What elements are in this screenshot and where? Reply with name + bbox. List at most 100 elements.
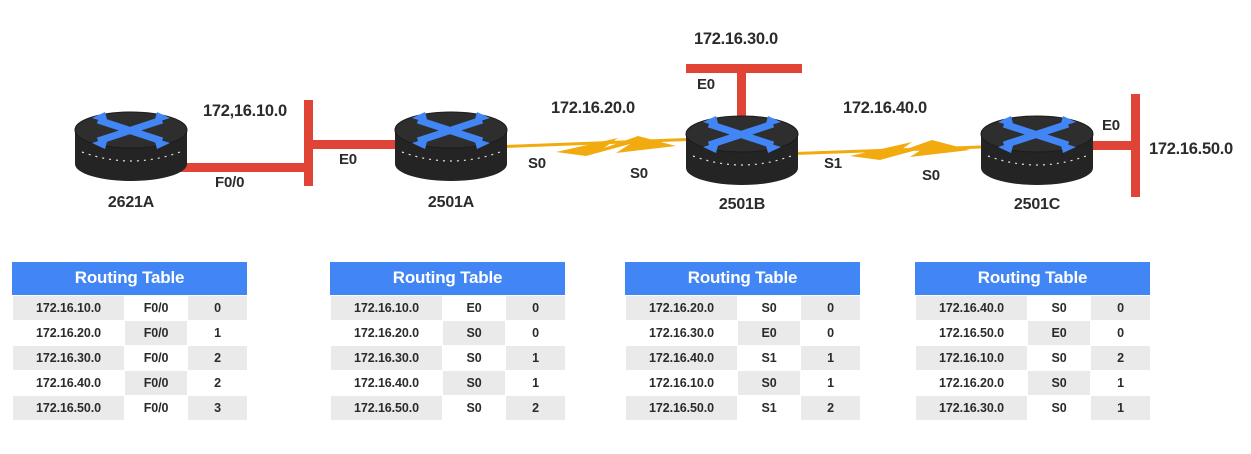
table-row: 172.16.40.0 S0 0 xyxy=(915,295,1151,321)
cell-metric: 2 xyxy=(800,395,861,421)
cell-interface: S0 xyxy=(1027,295,1091,321)
cell-metric: 0 xyxy=(187,295,248,321)
cell-metric: 2 xyxy=(187,345,248,371)
interface-label-2501b-e0: E0 xyxy=(697,76,715,93)
interface-label-2621a-f00: F0/0 xyxy=(215,174,245,191)
ethernet-segment-172-16-10-0-right-stub xyxy=(311,140,343,149)
cell-network: 172.16.30.0 xyxy=(330,345,443,371)
routing-table-header: Routing Table xyxy=(915,262,1150,295)
cell-interface: F0/0 xyxy=(124,295,188,321)
cell-network: 172.16.30.0 xyxy=(625,320,738,346)
table-row: 172.16.30.0 F0/0 2 xyxy=(12,345,248,371)
table-row: 172.16.10.0 F0/0 0 xyxy=(12,295,248,321)
cell-interface: S0 xyxy=(442,395,506,421)
routing-table-2501b: Routing Table 172.16.20.0 S0 0 172.16.30… xyxy=(625,262,861,421)
network-label-172-16-50-0: 172.16.50.0 xyxy=(1149,140,1233,158)
router-2501b-label: 2501B xyxy=(718,196,766,213)
cell-network: 172.16.50.0 xyxy=(625,395,738,421)
cell-network: 172.16.10.0 xyxy=(915,345,1028,371)
table-row: 172.16.10.0 E0 0 xyxy=(330,295,566,321)
cell-metric: 1 xyxy=(1090,395,1151,421)
cell-network: 172.16.40.0 xyxy=(12,370,125,396)
ethernet-segment-172-16-50-0-stub xyxy=(1082,141,1140,150)
network-label-172-16-20-0: 172.16.20.0 xyxy=(551,99,635,117)
interface-label-2501a-s0: S0 xyxy=(528,155,546,172)
cell-metric: 1 xyxy=(800,370,861,396)
cell-metric: 1 xyxy=(187,320,248,346)
table-row: 172.16.20.0 S0 0 xyxy=(625,295,861,321)
cell-network: 172.16.20.0 xyxy=(12,320,125,346)
router-2501a-icon[interactable] xyxy=(392,108,510,182)
cell-interface: S0 xyxy=(1027,370,1091,396)
cell-interface: S1 xyxy=(737,395,801,421)
cell-network: 172.16.10.0 xyxy=(12,295,125,321)
lightning-bolt-icon-172-16-40-0 xyxy=(850,130,970,170)
table-row: 172.16.50.0 S1 2 xyxy=(625,395,861,421)
routing-table-header: Routing Table xyxy=(625,262,860,295)
cell-network: 172.16.10.0 xyxy=(330,295,443,321)
cell-interface: S0 xyxy=(442,345,506,371)
interface-label-2501a-e0: E0 xyxy=(339,151,357,168)
table-row: 172.16.50.0 F0/0 3 xyxy=(12,395,248,421)
cell-interface: S0 xyxy=(442,320,506,346)
network-label-172-16-40-0: 172.16.40.0 xyxy=(843,99,927,117)
table-row: 172.16.10.0 S0 2 xyxy=(915,345,1151,371)
routing-table-header: Routing Table xyxy=(12,262,247,295)
cell-metric: 0 xyxy=(800,295,861,321)
cell-interface: E0 xyxy=(442,295,506,321)
cell-metric: 2 xyxy=(505,395,566,421)
router-2501c-label: 2501C xyxy=(1013,196,1061,213)
interface-label-2501b-s1: S1 xyxy=(824,155,842,172)
cell-metric: 0 xyxy=(800,320,861,346)
table-row: 172.16.20.0 S0 1 xyxy=(915,370,1151,396)
cell-network: 172.16.50.0 xyxy=(330,395,443,421)
routing-table-2501a: Routing Table 172.16.10.0 E0 0 172.16.20… xyxy=(330,262,566,421)
cell-metric: 0 xyxy=(505,320,566,346)
ethernet-segment-172-16-30-0-bus xyxy=(686,64,802,73)
cell-network: 172.16.40.0 xyxy=(915,295,1028,321)
cell-interface: F0/0 xyxy=(124,370,188,396)
cell-interface: S0 xyxy=(737,370,801,396)
table-row: 172.16.20.0 F0/0 1 xyxy=(12,320,248,346)
interface-label-2501b-s0: S0 xyxy=(630,165,648,182)
table-row: 172.16.30.0 S0 1 xyxy=(330,345,566,371)
interface-label-2501c-e0: E0 xyxy=(1102,117,1120,134)
cell-network: 172.16.50.0 xyxy=(12,395,125,421)
interface-label-2501c-s0: S0 xyxy=(922,167,940,184)
router-2501c-icon[interactable] xyxy=(978,112,1096,186)
ethernet-segment-172-16-10-0-bus xyxy=(304,100,313,186)
cell-network: 172.16.20.0 xyxy=(915,370,1028,396)
cell-network: 172.16.10.0 xyxy=(625,370,738,396)
lightning-bolt-icon-172-16-20-0 xyxy=(556,126,676,166)
cell-interface: F0/0 xyxy=(124,395,188,421)
cell-interface: F0/0 xyxy=(124,345,188,371)
cell-metric: 0 xyxy=(505,295,566,321)
cell-metric: 3 xyxy=(187,395,248,421)
network-label-172-16-30-0: 172.16.30.0 xyxy=(694,30,778,48)
router-2501a-label: 2501A xyxy=(427,194,475,211)
router-2621a-label: 2621A xyxy=(107,194,155,211)
cell-interface: F0/0 xyxy=(124,320,188,346)
cell-network: 172.16.50.0 xyxy=(915,320,1028,346)
ethernet-link-to-2501a xyxy=(340,140,400,149)
cell-metric: 1 xyxy=(505,370,566,396)
table-row: 172.16.40.0 S1 1 xyxy=(625,345,861,371)
router-2501b-icon[interactable] xyxy=(683,112,801,186)
cell-network: 172.16.20.0 xyxy=(330,320,443,346)
cell-network: 172.16.40.0 xyxy=(625,345,738,371)
ethernet-segment-172-16-30-0-drop xyxy=(737,70,746,122)
cell-network: 172.16.20.0 xyxy=(625,295,738,321)
cell-metric: 0 xyxy=(1090,295,1151,321)
table-row: 172.16.20.0 S0 0 xyxy=(330,320,566,346)
cell-metric: 1 xyxy=(1090,370,1151,396)
cell-interface: S1 xyxy=(737,345,801,371)
routing-table-2501c: Routing Table 172.16.40.0 S0 0 172.16.50… xyxy=(915,262,1151,421)
routing-table-2621a: Routing Table 172.16.10.0 F0/0 0 172.16.… xyxy=(12,262,248,421)
cell-interface: E0 xyxy=(1027,320,1091,346)
table-row: 172.16.10.0 S0 1 xyxy=(625,370,861,396)
table-row: 172.16.50.0 S0 2 xyxy=(330,395,566,421)
router-2621a-icon[interactable] xyxy=(72,108,190,182)
cell-network: 172.16.40.0 xyxy=(330,370,443,396)
table-row: 172.16.30.0 E0 0 xyxy=(625,320,861,346)
